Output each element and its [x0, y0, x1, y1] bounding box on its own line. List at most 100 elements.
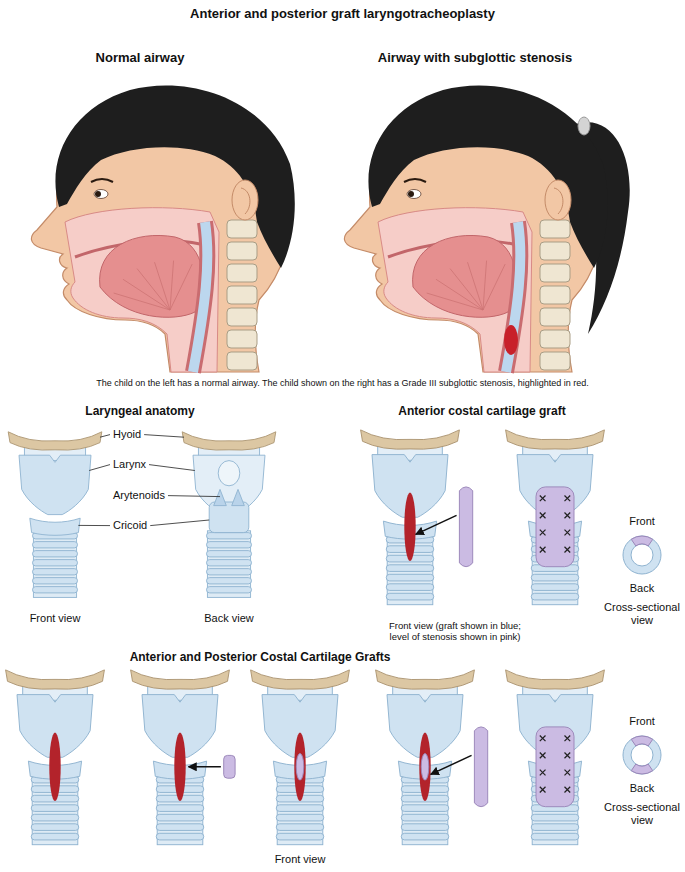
ear-inner — [554, 188, 563, 214]
tongue-fibre — [450, 269, 483, 310]
stitch — [565, 547, 571, 553]
larynx — [251, 670, 350, 845]
tracheal-ring — [386, 565, 434, 572]
larynx — [6, 670, 105, 845]
section-heading: Anterior costal cartilage graft — [357, 404, 607, 418]
tracheal-ring — [276, 814, 324, 821]
tongue — [100, 235, 204, 317]
posterior-graft — [421, 754, 429, 781]
tracheal-ring — [207, 542, 252, 548]
trachea-tube — [207, 531, 250, 598]
eye-white — [407, 190, 421, 199]
stitch — [540, 770, 546, 776]
hyoid-bone — [6, 670, 105, 689]
view-label: Back view — [179, 612, 279, 625]
cricoid-ring — [30, 518, 80, 535]
tracheal-ring — [156, 824, 204, 831]
anterior-graft — [536, 487, 574, 567]
hyoid-bone — [506, 430, 605, 449]
leader-line — [149, 465, 195, 471]
tongue-fibre — [170, 261, 174, 310]
stitch — [540, 530, 546, 536]
arrow — [416, 515, 457, 534]
ring-outline — [623, 736, 661, 774]
ear — [545, 180, 571, 220]
arrow — [189, 766, 221, 768]
tracheal-ring — [386, 584, 434, 591]
vertebra — [227, 308, 257, 326]
vertebra — [227, 352, 257, 370]
tracheal-ring — [31, 805, 79, 812]
tongue-fibre — [170, 264, 192, 310]
tongue — [413, 235, 517, 317]
tongue-fibre — [155, 262, 170, 310]
tracheal-ring — [33, 569, 78, 575]
vertebra — [227, 242, 257, 260]
airway-ring — [627, 740, 657, 770]
stitch — [540, 513, 546, 519]
vertebra — [540, 220, 570, 238]
stitch — [565, 787, 571, 793]
oral-nasal-cavity — [378, 208, 532, 372]
orientation-label: Front — [612, 515, 672, 528]
hyoid-bone — [506, 670, 605, 689]
hyoid-bone — [8, 432, 102, 450]
pupil — [95, 191, 101, 197]
tracheal-ring — [207, 551, 252, 557]
tracheal-ring — [33, 542, 78, 548]
arrow — [431, 755, 472, 774]
vertebra — [540, 308, 570, 326]
stenosis — [504, 325, 518, 355]
ear-inner — [241, 188, 250, 214]
tracheal-ring — [531, 824, 579, 831]
stenosis — [294, 733, 305, 801]
graft-segment — [631, 764, 652, 774]
tracheal-ring — [33, 551, 78, 557]
leader-line — [89, 465, 110, 471]
graft-segment — [631, 536, 652, 546]
vertebra — [227, 264, 257, 282]
hyoid-bone — [376, 670, 475, 689]
view-label: Front view — [5, 612, 105, 625]
hair-tie — [578, 117, 590, 135]
section-heading: Anterior and Posterior Costal Cartilage … — [100, 650, 420, 664]
tracheal-ring — [33, 578, 78, 584]
arytenoid — [214, 489, 227, 505]
posterior-graft — [296, 754, 304, 781]
tracheal-ring — [276, 805, 324, 812]
tracheal-ring — [401, 805, 449, 812]
hyoid-bone — [182, 432, 276, 450]
view-label: Front view — [240, 853, 360, 866]
airway — [193, 222, 207, 372]
larynx — [376, 670, 488, 845]
tracheal-ring — [207, 578, 252, 584]
stenosis-child — [344, 85, 629, 372]
title: Anterior and posterior graft laryngotrac… — [0, 6, 685, 22]
stitch — [565, 530, 571, 536]
tongue-fibre — [483, 261, 487, 310]
tongue-fibre — [123, 279, 170, 310]
larynx — [131, 670, 236, 845]
stitch — [540, 547, 546, 553]
tongue-fibre — [114, 293, 170, 310]
tracheal-ring — [207, 587, 252, 593]
cricoid-plate — [209, 502, 249, 533]
tracheal-ring — [531, 833, 579, 840]
leader-line — [100, 435, 110, 438]
leader-line — [78, 525, 110, 526]
vertebra — [540, 352, 570, 370]
vertebra — [227, 330, 257, 348]
vertebra — [227, 220, 257, 238]
panel-heading: Airway with subglottic stenosis — [335, 50, 615, 66]
tracheal-ring — [31, 824, 79, 831]
stenosis — [49, 733, 60, 801]
tracheal-ring — [531, 593, 579, 600]
leader-line — [168, 496, 220, 497]
stitch — [540, 787, 546, 793]
anterior-graft — [536, 727, 574, 807]
vertebra — [540, 242, 570, 260]
hyoid-bone — [251, 670, 350, 689]
airway-wall — [193, 222, 207, 372]
stenosis — [419, 733, 430, 801]
